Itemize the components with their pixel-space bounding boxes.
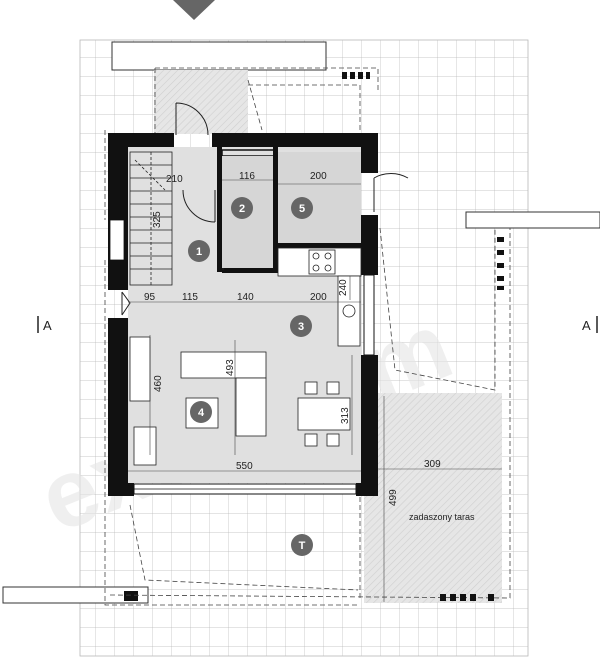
svg-text:A: A [582,318,591,333]
dim-room5-width: 200 [310,171,327,182]
svg-text:2: 2 [239,203,245,215]
roof-beam-bottom [2,586,149,604]
terrace-label: zadaszony taras [409,512,475,522]
svg-text:3: 3 [298,321,304,333]
dim-stair-width: 325 [152,211,163,228]
roof-posts [342,72,504,601]
staircase [129,151,173,286]
post-bottom-left [124,591,138,601]
roof-outline [104,67,511,606]
dim-sofa: 493 [225,359,236,376]
room-5-floor [278,152,361,243]
dim-terrace-width: 309 [424,459,441,470]
room-badge-4: 4 [190,401,212,423]
room-badge-1: 1 [188,240,210,262]
entrance-paving [154,70,248,134]
room-badge-5: 5 [291,197,313,219]
room-badge-2: 2 [231,197,253,219]
section-mark-left: A [37,316,52,333]
sofa [180,351,267,437]
room-badge-3: 3 [290,315,312,337]
stair-window [109,219,125,261]
svg-text:A: A [43,318,52,333]
roof-beam-right [465,211,600,229]
section-mark-right: A [582,316,598,333]
svg-text:4: 4 [198,407,205,419]
kitchen-window [363,274,375,356]
dim-200: 200 [310,292,327,303]
dining-set [297,381,351,447]
kitchen [277,247,362,347]
svg-text:T: T [299,540,306,552]
dim-bath-width: 116 [239,171,255,182]
dim-140: 140 [237,292,254,303]
dimension-lines [128,179,502,602]
dim-115: 115 [182,292,198,303]
tv-cabinet [129,336,151,402]
dim-dining: 313 [340,407,351,424]
svg-text:5: 5 [299,203,305,215]
dim-total-width: 550 [236,461,253,472]
fireplace [133,426,157,466]
doors [121,102,409,316]
room-badge-terrace: T [291,534,313,556]
dim-kitchen-depth: 240 [338,279,349,296]
terrace-area [364,393,502,603]
dim-living-height: 460 [153,375,164,392]
north-marker-icon [173,0,215,20]
dim-95: 95 [144,292,156,303]
dim-hall-top: 210 [166,174,183,185]
svg-text:1: 1 [196,246,202,258]
dim-terrace-depth: 499 [388,489,399,506]
roof-beam-top [111,41,327,71]
